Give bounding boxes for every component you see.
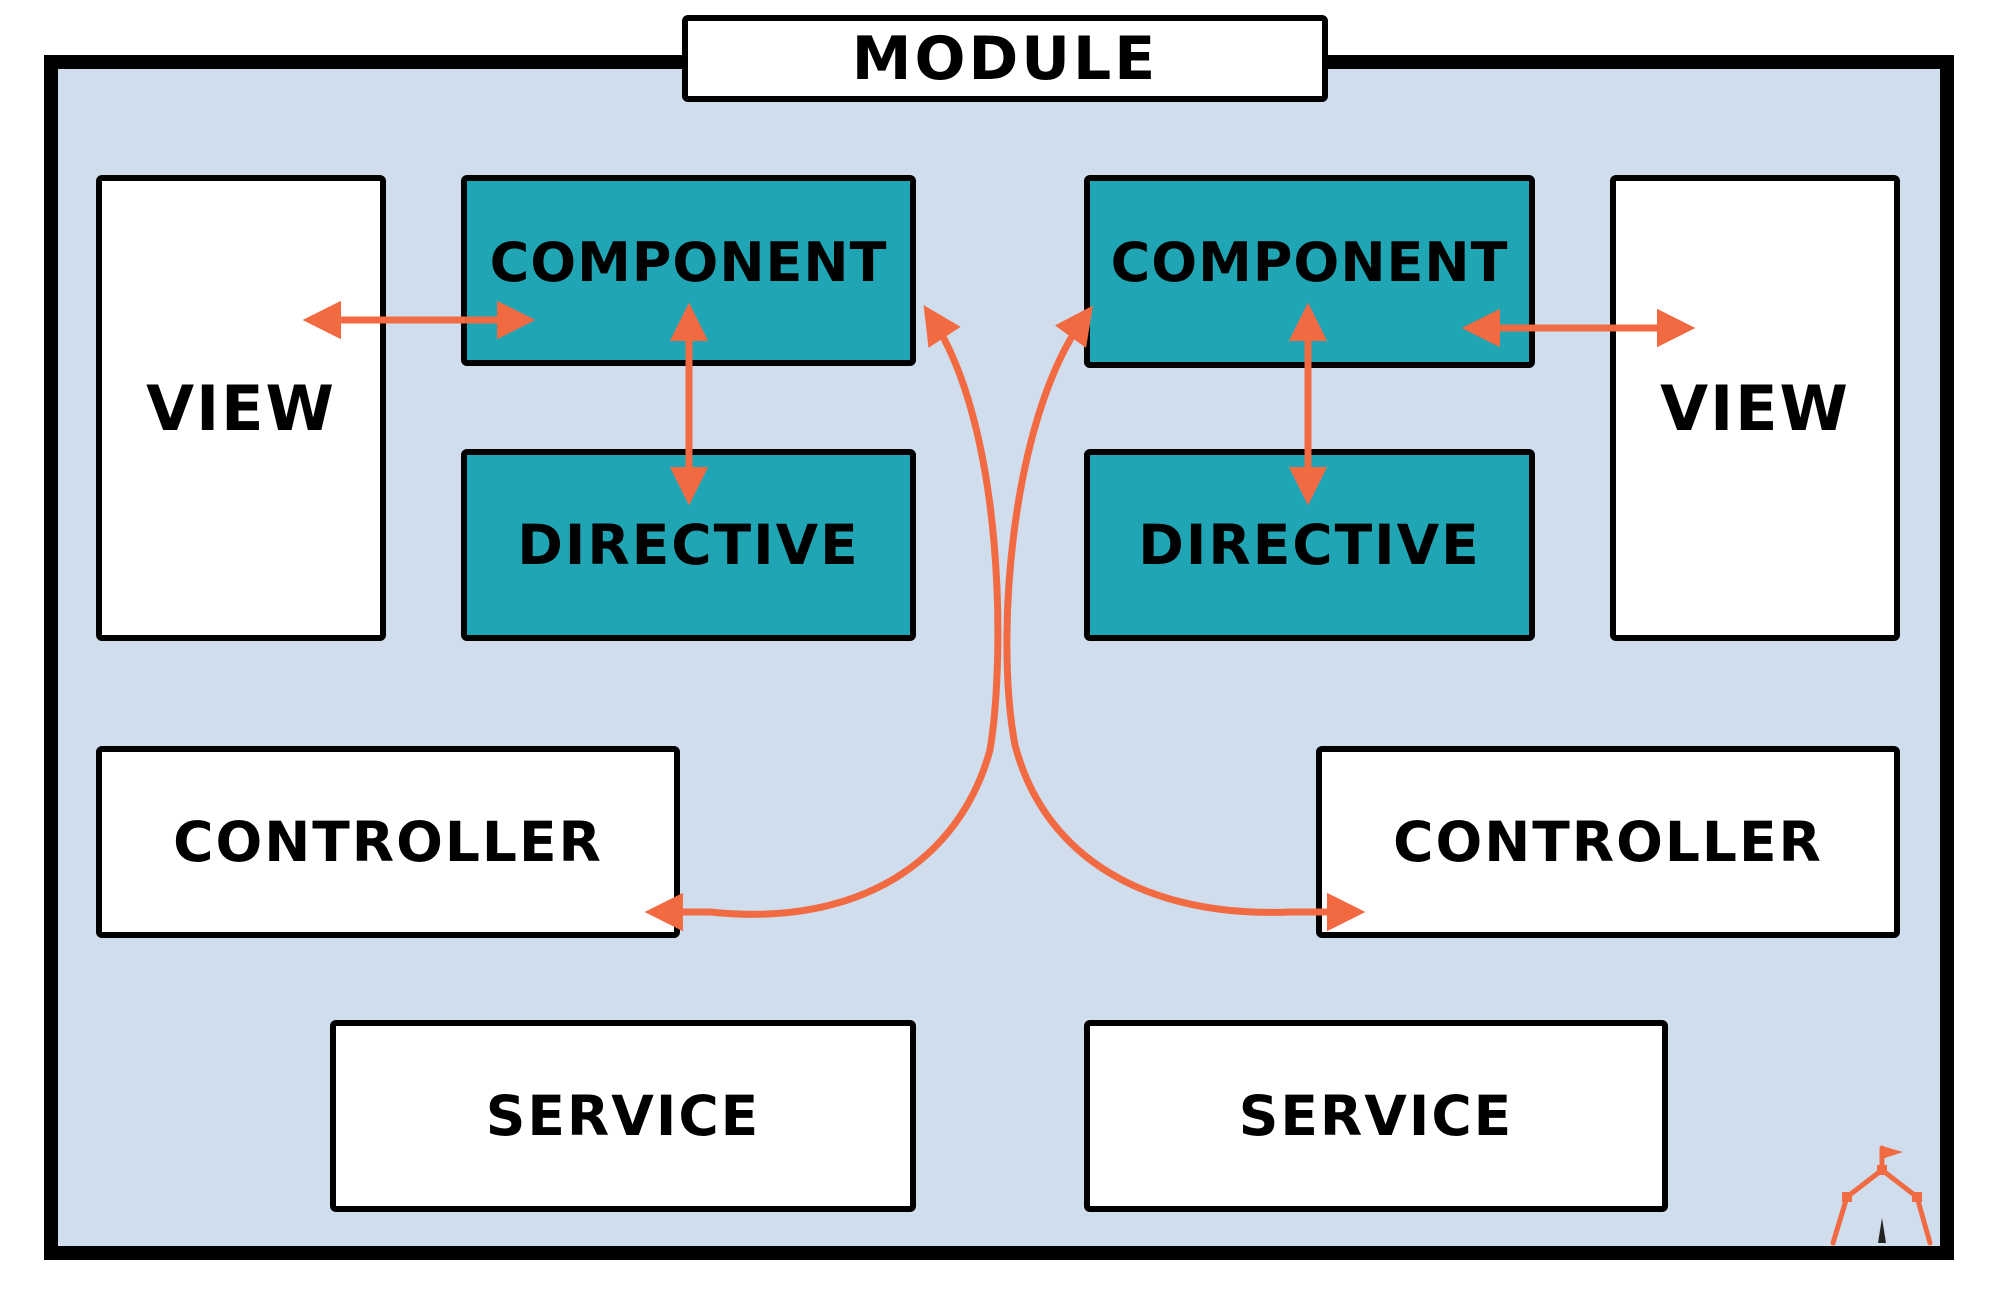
controller-right-box: CONTROLLER bbox=[1316, 746, 1900, 938]
service-right-box: SERVICE bbox=[1084, 1020, 1668, 1212]
component-left-label: COMPONENT bbox=[489, 231, 888, 294]
controller-left-label: CONTROLLER bbox=[173, 810, 603, 874]
view-right-label: VIEW bbox=[1660, 371, 1850, 445]
view-left-label: VIEW bbox=[146, 371, 336, 445]
service-left-box: SERVICE bbox=[330, 1020, 916, 1212]
component-right-box: COMPONENT bbox=[1084, 175, 1535, 368]
view-right-box: VIEW bbox=[1610, 175, 1900, 641]
component-left-box: COMPONENT bbox=[461, 175, 916, 366]
directive-right-box: DIRECTIVE bbox=[1084, 449, 1535, 641]
directive-left-box: DIRECTIVE bbox=[461, 449, 916, 641]
service-right-label: SERVICE bbox=[1238, 1084, 1514, 1148]
module-title: MODULE bbox=[682, 15, 1328, 102]
directive-left-label: DIRECTIVE bbox=[517, 513, 860, 577]
tower-flag-logo-icon bbox=[1830, 1145, 1933, 1246]
controller-left-box: CONTROLLER bbox=[96, 746, 680, 938]
service-left-label: SERVICE bbox=[485, 1084, 761, 1148]
directive-right-label: DIRECTIVE bbox=[1138, 513, 1481, 577]
component-right-label: COMPONENT bbox=[1110, 231, 1509, 294]
controller-right-label: CONTROLLER bbox=[1393, 810, 1823, 874]
view-left-box: VIEW bbox=[96, 175, 386, 641]
